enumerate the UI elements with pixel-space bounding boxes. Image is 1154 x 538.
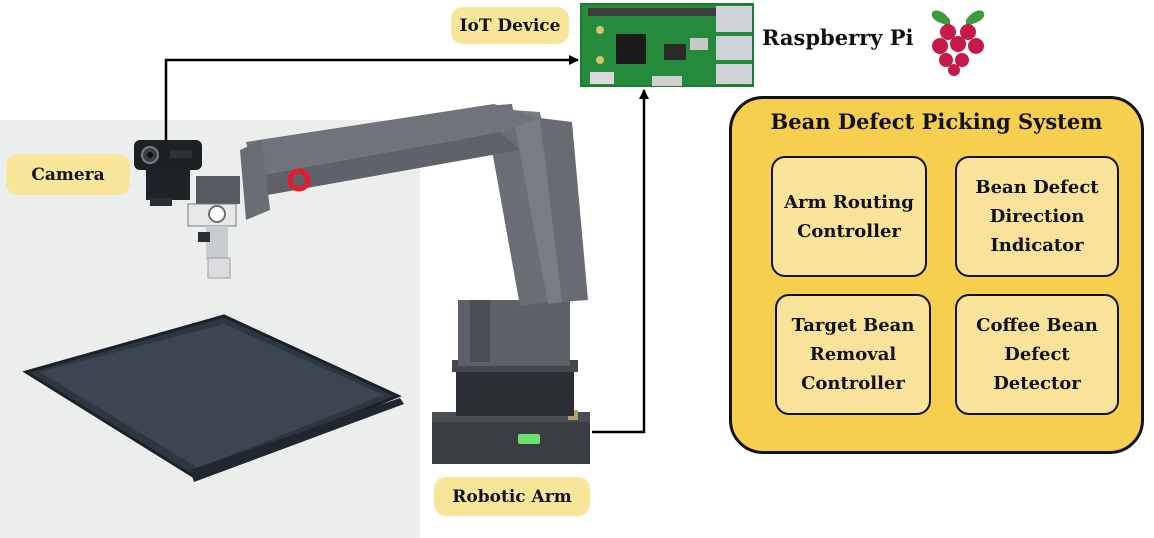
circuit-board-icon <box>580 3 754 87</box>
system-title: Bean Defect Picking System <box>770 109 1103 134</box>
target-bean-removal-controller-module: Target Bean Removal Controller <box>775 294 931 415</box>
arm-routing-controller-module: Arm Routing Controller <box>771 156 927 277</box>
camera-label: Camera <box>6 154 130 195</box>
iot-device-label: IoT Device <box>451 7 569 44</box>
bean-defect-picking-system-panel: Bean Defect Picking System Arm Routing C… <box>729 96 1144 454</box>
raspberry-pi-logo-icon <box>931 10 985 76</box>
webcam-icon <box>134 140 202 206</box>
tray-image <box>22 314 404 482</box>
raspberry-pi-label: Raspberry Pi <box>762 25 914 50</box>
camera-to-iot-arrow <box>164 55 579 140</box>
robotic-arm-image <box>187 104 590 464</box>
arm-to-iot-arrow <box>592 89 649 434</box>
robotic-arm-label: Robotic Arm <box>434 477 590 516</box>
bean-defect-direction-indicator-module: Bean Defect Direction Indicator <box>955 156 1119 277</box>
coffee-bean-defect-detector-module: Coffee Bean Defect Detector <box>955 294 1119 415</box>
highlight-ring <box>287 168 311 192</box>
